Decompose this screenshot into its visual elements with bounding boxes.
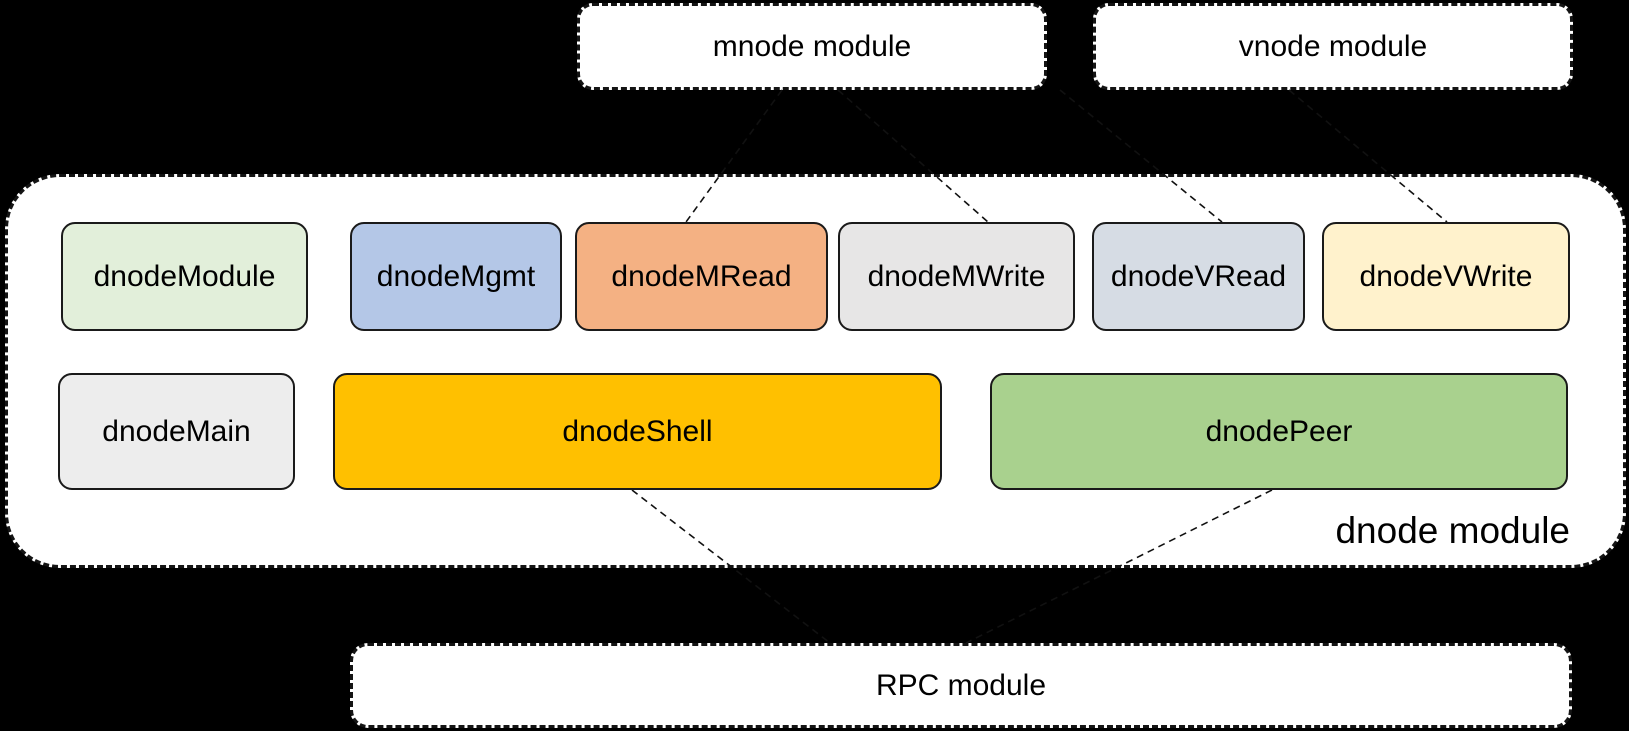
module-rpc: RPC module bbox=[350, 643, 1572, 728]
node-dnodeMain-label: dnodeMain bbox=[102, 414, 251, 448]
node-dnodeMain: dnodeMain bbox=[58, 373, 295, 490]
node-dnodeModule-label: dnodeModule bbox=[93, 259, 276, 293]
module-mnode-label: mnode module bbox=[712, 29, 912, 63]
node-dnodeVRead: dnodeVRead bbox=[1092, 222, 1305, 331]
node-dnodeMRead-label: dnodeMRead bbox=[611, 259, 792, 293]
module-mnode: mnode module bbox=[577, 3, 1047, 90]
module-rpc-label: RPC module bbox=[875, 668, 1047, 702]
node-dnodeModule: dnodeModule bbox=[61, 222, 308, 331]
node-dnodeMgmt: dnodeMgmt bbox=[350, 222, 562, 331]
node-dnodeMRead: dnodeMRead bbox=[575, 222, 828, 331]
module-vnode-label: vnode module bbox=[1238, 29, 1428, 63]
node-dnodeVWrite: dnodeVWrite bbox=[1322, 222, 1570, 331]
node-dnodeMWrite: dnodeMWrite bbox=[838, 222, 1075, 331]
node-dnodeVRead-label: dnodeVRead bbox=[1110, 259, 1287, 293]
module-vnode: vnode module bbox=[1093, 3, 1573, 90]
node-dnodeVWrite-label: dnodeVWrite bbox=[1359, 259, 1533, 293]
node-dnodePeer: dnodePeer bbox=[990, 373, 1568, 490]
node-dnodeShell-label: dnodeShell bbox=[562, 414, 713, 448]
dnode-container-label: dnode module bbox=[1335, 510, 1570, 551]
node-dnodeMgmt-label: dnodeMgmt bbox=[376, 259, 536, 293]
node-dnodeShell: dnodeShell bbox=[333, 373, 942, 490]
node-dnodeMWrite-label: dnodeMWrite bbox=[867, 259, 1046, 293]
node-dnodePeer-label: dnodePeer bbox=[1205, 414, 1353, 448]
